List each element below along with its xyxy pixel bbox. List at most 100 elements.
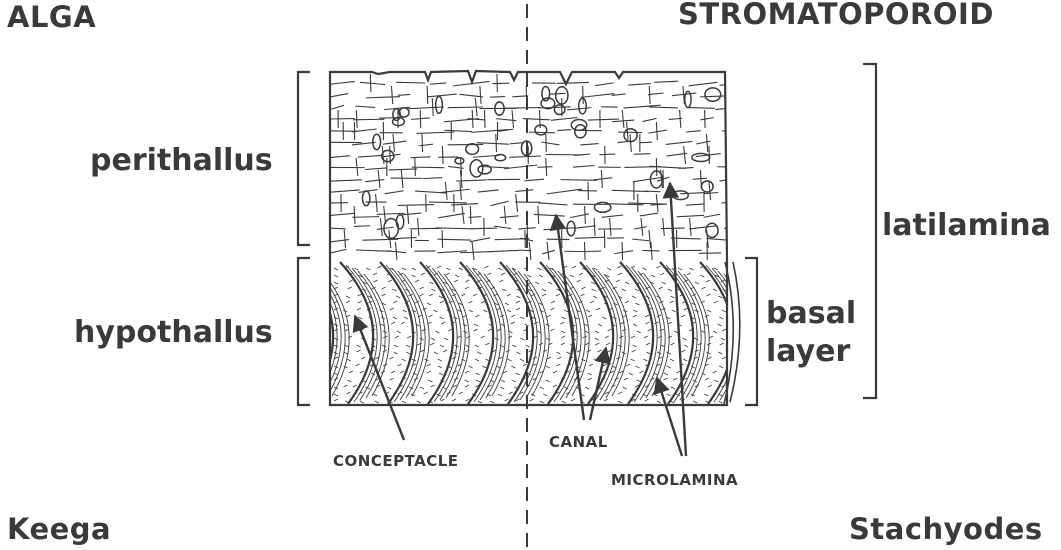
texture-stroke [512, 96, 528, 97]
texture-stroke [406, 345, 410, 347]
texture-stroke [625, 282, 629, 284]
texture-stroke [433, 310, 437, 312]
texture-stroke [570, 214, 589, 218]
texture-stroke [420, 350, 424, 352]
texture-stroke [543, 228, 575, 230]
texture-stroke [499, 280, 503, 282]
texture-stroke [616, 280, 620, 282]
texture-stroke [659, 287, 663, 289]
texture-stroke [628, 84, 650, 85]
texture-stroke [668, 322, 672, 324]
texture-stroke [396, 82, 425, 83]
texture-stroke [402, 401, 406, 403]
texture-stroke [429, 202, 467, 203]
texture-stroke [530, 399, 534, 401]
texture-stroke [645, 315, 649, 317]
texture-stroke [640, 213, 658, 216]
texture-stroke [427, 86, 428, 104]
texture-stroke [398, 364, 402, 366]
texture-stroke [451, 204, 478, 206]
texture-stroke [588, 378, 592, 380]
texture-stroke [645, 191, 661, 192]
texture-stroke [598, 350, 602, 352]
stachyodes-label: Stachyodes [849, 512, 1043, 546]
texture-stroke [346, 392, 350, 394]
texture-stroke [594, 218, 595, 236]
texture-stroke [417, 401, 421, 403]
texture-stroke [561, 336, 565, 338]
texture-stroke [424, 392, 428, 394]
texture-stroke [346, 296, 350, 298]
texture-stroke [708, 385, 712, 387]
latilamina-bracket [863, 64, 876, 398]
texture-stroke [673, 378, 677, 380]
texture-stroke [640, 142, 652, 143]
texture-stroke [610, 218, 611, 236]
texture-stroke [334, 329, 338, 331]
texture-stroke [667, 366, 671, 368]
texture-stroke [496, 366, 500, 368]
texture-stroke [596, 308, 600, 310]
texture-stroke [397, 331, 401, 333]
texture-stroke [629, 373, 633, 375]
texture-stroke [330, 213, 354, 215]
texture-stroke [519, 250, 531, 251]
texture-stroke [680, 110, 681, 128]
texture-stroke [478, 190, 499, 192]
texture-stroke [573, 165, 594, 167]
texture-stroke [556, 364, 560, 366]
texture-stroke [356, 250, 392, 251]
texture-stroke [618, 401, 622, 403]
texture-stroke [604, 399, 608, 401]
texture-stroke [476, 373, 480, 375]
texture-stroke [646, 352, 650, 354]
texture-stroke [402, 359, 406, 361]
texture-stroke [588, 373, 592, 375]
texture-stroke [474, 324, 478, 326]
texture-stroke [618, 392, 622, 394]
texture-stroke [512, 380, 516, 382]
texture-stroke [651, 242, 652, 260]
texture-stroke [695, 282, 699, 284]
texture-stroke [505, 303, 509, 305]
texture-stroke [631, 336, 635, 338]
texture-stroke [679, 168, 694, 169]
texture-stroke [483, 310, 487, 312]
texture-stroke [577, 280, 581, 282]
texture-stroke [391, 371, 395, 373]
texture-stroke [682, 338, 686, 340]
texture-stroke [465, 287, 469, 289]
texture-stroke [709, 336, 713, 338]
texture-stroke [677, 215, 704, 216]
texture-stroke [330, 240, 349, 242]
texture-stroke [330, 94, 348, 97]
texture-ring [673, 191, 688, 200]
texture-stroke [705, 315, 709, 317]
texture-stroke [448, 107, 483, 108]
texture-stroke [358, 155, 383, 157]
texture-stroke [703, 192, 718, 193]
texture-stroke [704, 394, 708, 396]
texture-stroke [546, 380, 550, 382]
texture-stroke [666, 141, 693, 144]
texture-stroke [382, 345, 386, 347]
texture-stroke [427, 303, 431, 305]
texture-stroke [440, 345, 444, 347]
texture-stroke [490, 97, 505, 98]
texture-stroke [406, 352, 410, 354]
texture-stroke [330, 249, 346, 253]
texture-stroke [628, 203, 664, 204]
texture-stroke [394, 352, 398, 354]
latilamina-label: latilamina [882, 208, 1051, 243]
texture-stroke [562, 317, 566, 319]
texture-stroke [437, 266, 441, 268]
texture-stroke [561, 331, 565, 333]
texture-ring [362, 191, 369, 206]
texture-stroke [380, 218, 382, 236]
texture-stroke [598, 324, 602, 326]
texture-stroke [396, 296, 400, 298]
texture-stroke [649, 107, 678, 108]
texture-stroke [373, 273, 377, 275]
texture-stroke [481, 336, 485, 338]
hypothallus-bracket [298, 258, 310, 405]
